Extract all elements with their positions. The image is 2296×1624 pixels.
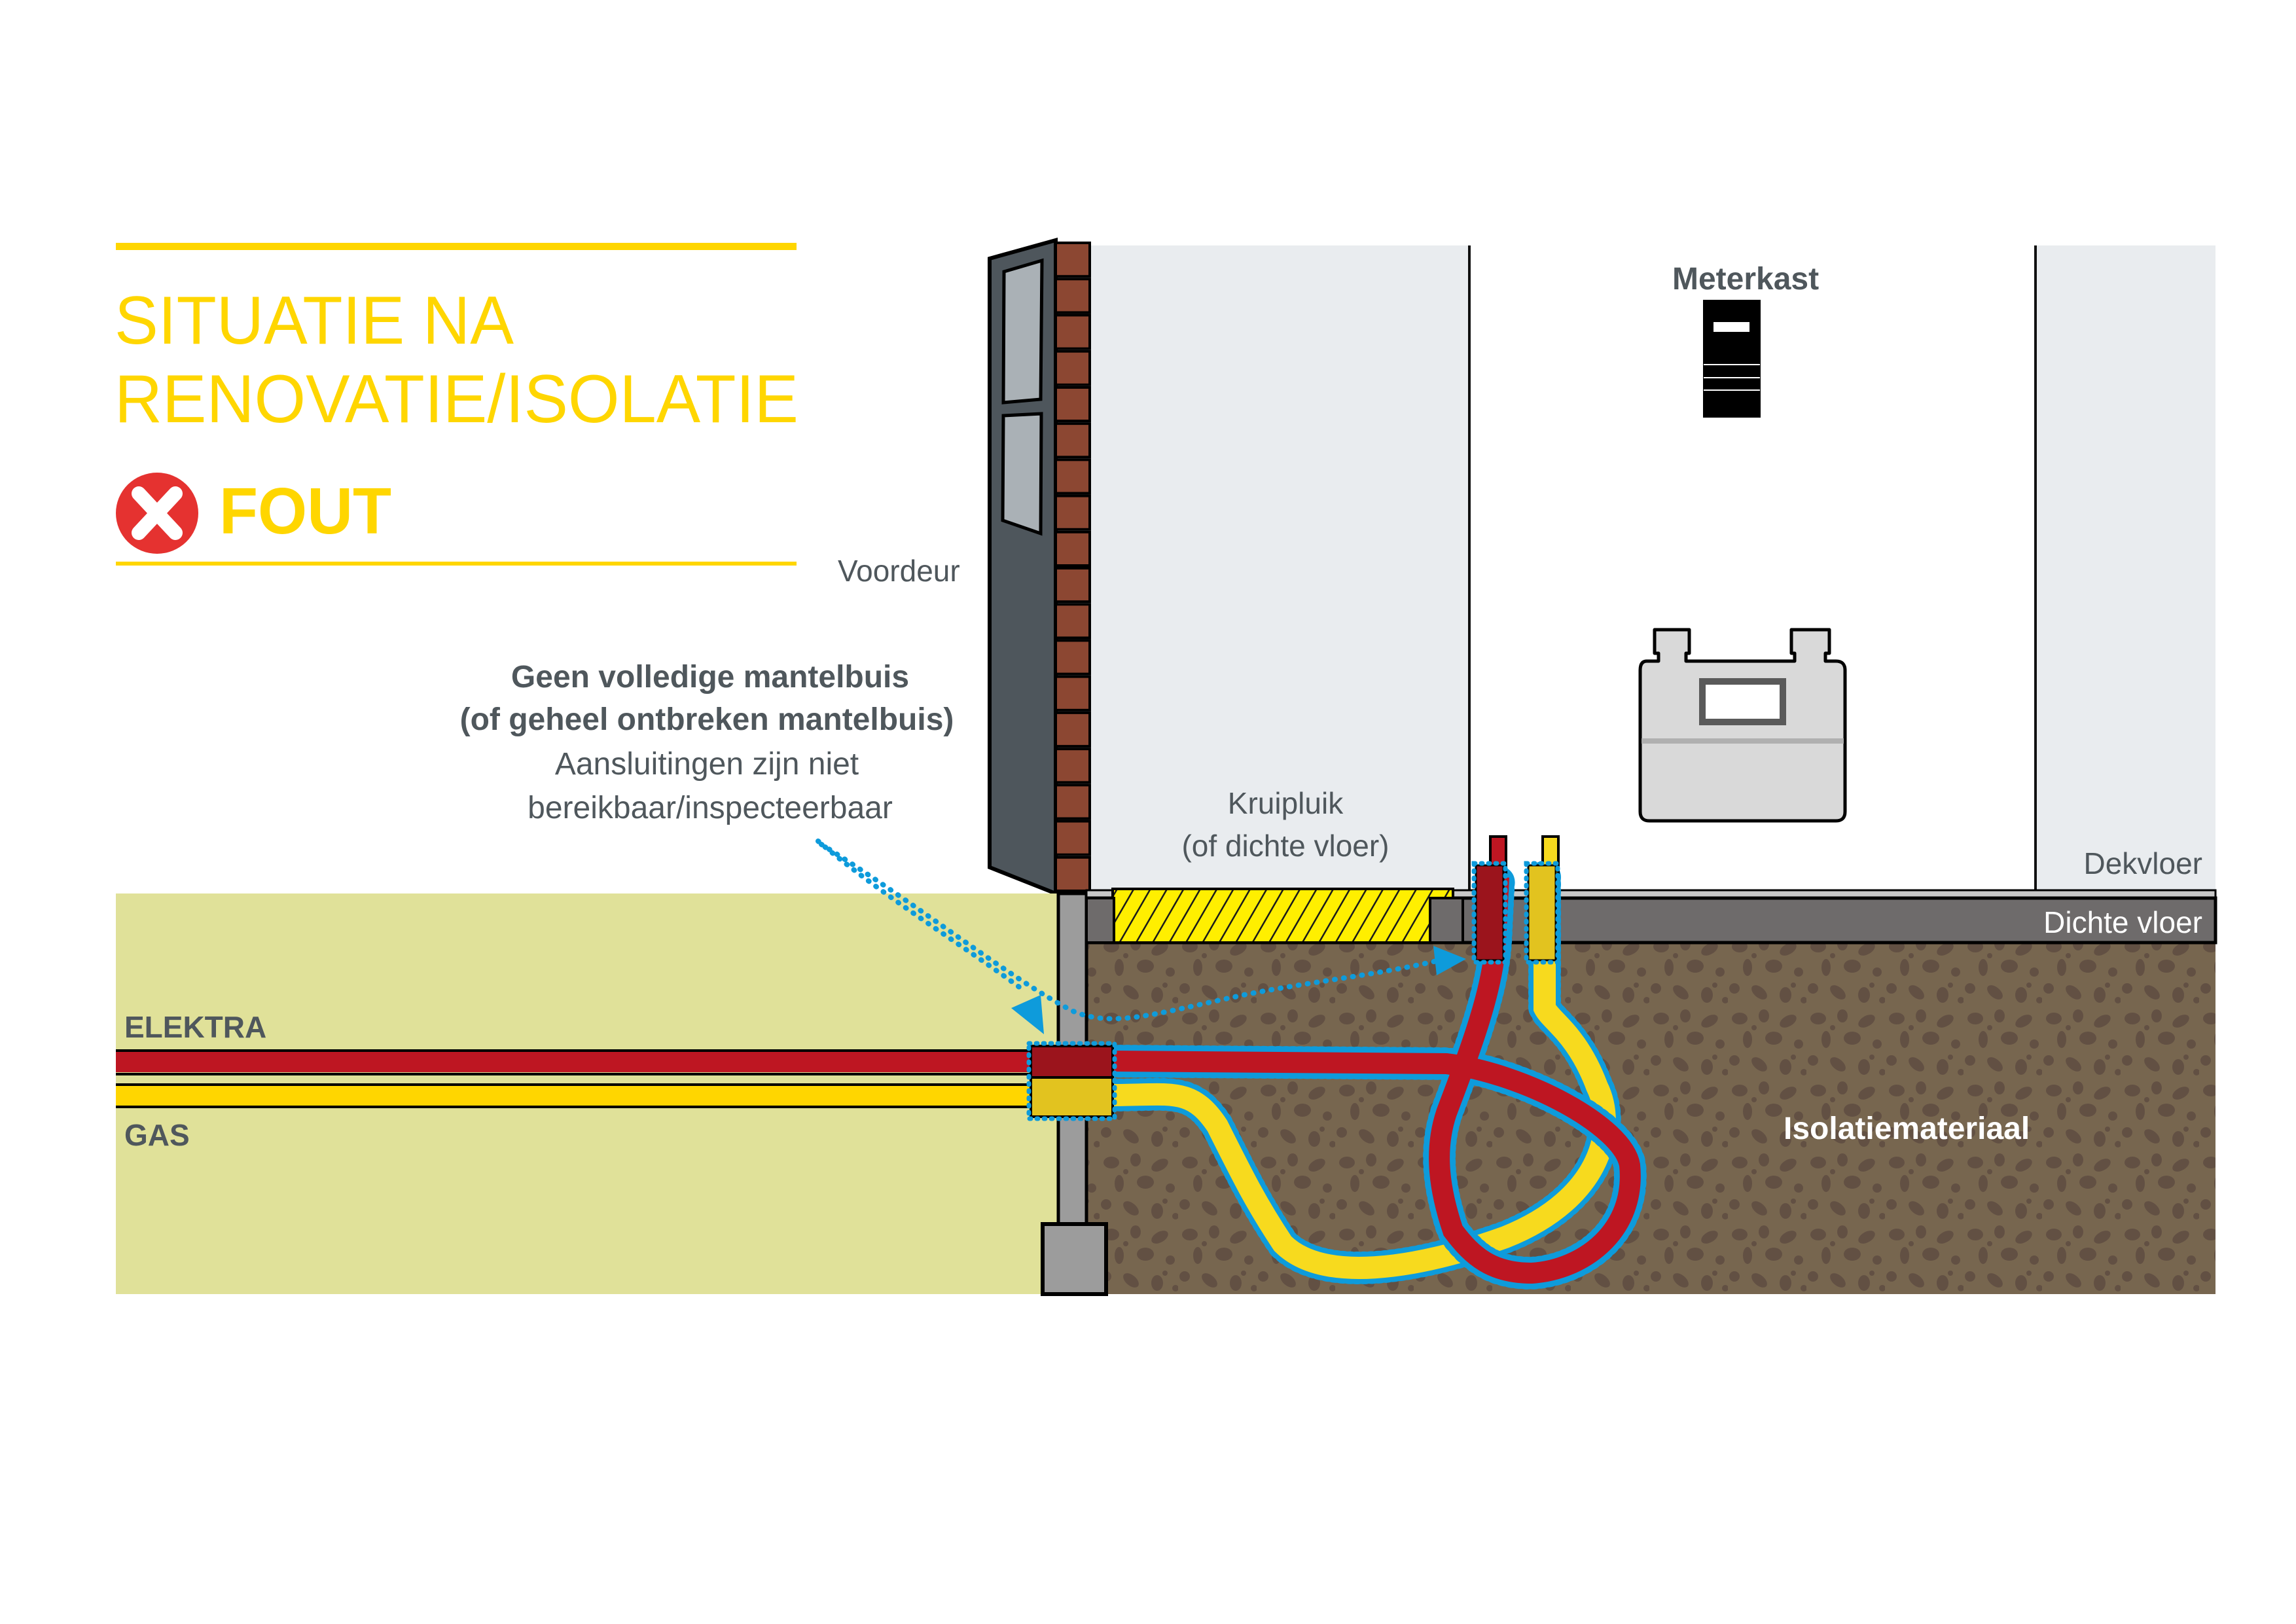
brick <box>1054 711 1091 748</box>
callout-text: Geen volledige mantelbuis (of geheel ont… <box>460 660 954 825</box>
brick <box>1054 530 1091 567</box>
kruipluik-frame-right <box>1429 897 1464 944</box>
label-elektra: ELEKTRA <box>124 1010 266 1044</box>
brick <box>1054 675 1091 712</box>
riser-sleeve-gas-outline <box>1524 861 1560 965</box>
label-voordeur: Voordeur <box>838 554 960 588</box>
label-kruipluik-line2: (of dichte vloer) <box>1181 829 1389 863</box>
brick <box>1054 350 1091 386</box>
callout-arrow-to-riser <box>819 842 1439 1022</box>
brick <box>1054 278 1091 314</box>
callout-bold-line2: (of geheel ontbreken mantelbuis) <box>460 702 954 737</box>
label-dichte-vloer: Dichte vloer <box>2043 905 2202 939</box>
kruipluik-hatch <box>1111 888 1454 944</box>
callout-arrows <box>816 839 1439 1022</box>
brick <box>1054 422 1091 459</box>
gas-meter-icon <box>1638 628 1847 823</box>
brick <box>1054 784 1091 820</box>
arrowhead-riser <box>1433 946 1466 975</box>
electric-meter-cabinet <box>1703 300 1761 418</box>
title-block: SITUATIE NA RENOVATIE/ISOLATIE FOUT <box>115 243 798 566</box>
error-x-circle-icon <box>116 473 198 554</box>
arrowhead-wall-sleeve <box>1011 995 1044 1034</box>
label-dekvloer: Dekvloer <box>2083 846 2202 880</box>
title-bottom-rule <box>116 562 797 566</box>
insulation-material <box>1086 943 2215 1294</box>
elektra-cable-outside <box>116 1049 1039 1075</box>
callout-arrow-to-wall-sleeve <box>816 839 1024 991</box>
callout-bold-line1: Geen volledige mantelbuis <box>511 660 909 695</box>
brick <box>1054 820 1091 856</box>
brick <box>1054 567 1091 604</box>
label-meterkast: Meterkast <box>1672 262 1819 297</box>
front-door <box>988 238 1058 897</box>
gas-pipe-inside <box>1096 861 1621 1284</box>
brick <box>1054 856 1091 893</box>
brick <box>1054 386 1091 423</box>
label-kruipluik-line1: Kruipluik <box>1228 786 1344 820</box>
wall-sleeve-elektra <box>1030 1045 1114 1079</box>
wall-sleeve-callout-outline <box>1026 1041 1117 1121</box>
brick <box>1054 603 1091 640</box>
elektra-cable-inside <box>1096 861 1647 1290</box>
brick <box>1054 458 1091 495</box>
riser-sleeve-gas <box>1527 864 1557 962</box>
title-top-rule <box>116 243 797 250</box>
brick <box>1054 639 1091 676</box>
kruipluik-frame-left <box>1085 897 1115 944</box>
brick <box>1054 314 1091 350</box>
side-wall <box>2036 245 2215 890</box>
title-line-2: RENOVATIE/ISOLATIE <box>115 361 798 437</box>
riser-sleeve-elektra-outline <box>1471 861 1508 965</box>
label-gas: GAS <box>124 1118 190 1152</box>
brick-column <box>1054 242 1091 893</box>
riser-sleeve-elektra <box>1475 864 1505 962</box>
title-line-1: SITUATIE NA <box>115 283 514 359</box>
callout-normal-line1: Aansluitingen zijn niet <box>555 747 859 782</box>
hall-wall <box>1090 245 1469 890</box>
verdict-label: FOUT <box>219 475 391 548</box>
brick <box>1054 748 1091 784</box>
wall-sleeve-gas <box>1030 1076 1114 1118</box>
foundation-footing <box>1041 1222 1108 1296</box>
brick <box>1054 242 1091 278</box>
gas-pipe-outside <box>116 1083 1039 1108</box>
callout-normal-line2: bereikbaar/inspecteerbaar <box>528 791 893 825</box>
label-isolatiemateriaal: Isolatiemateriaal <box>1784 1111 2030 1146</box>
brick <box>1054 494 1091 531</box>
